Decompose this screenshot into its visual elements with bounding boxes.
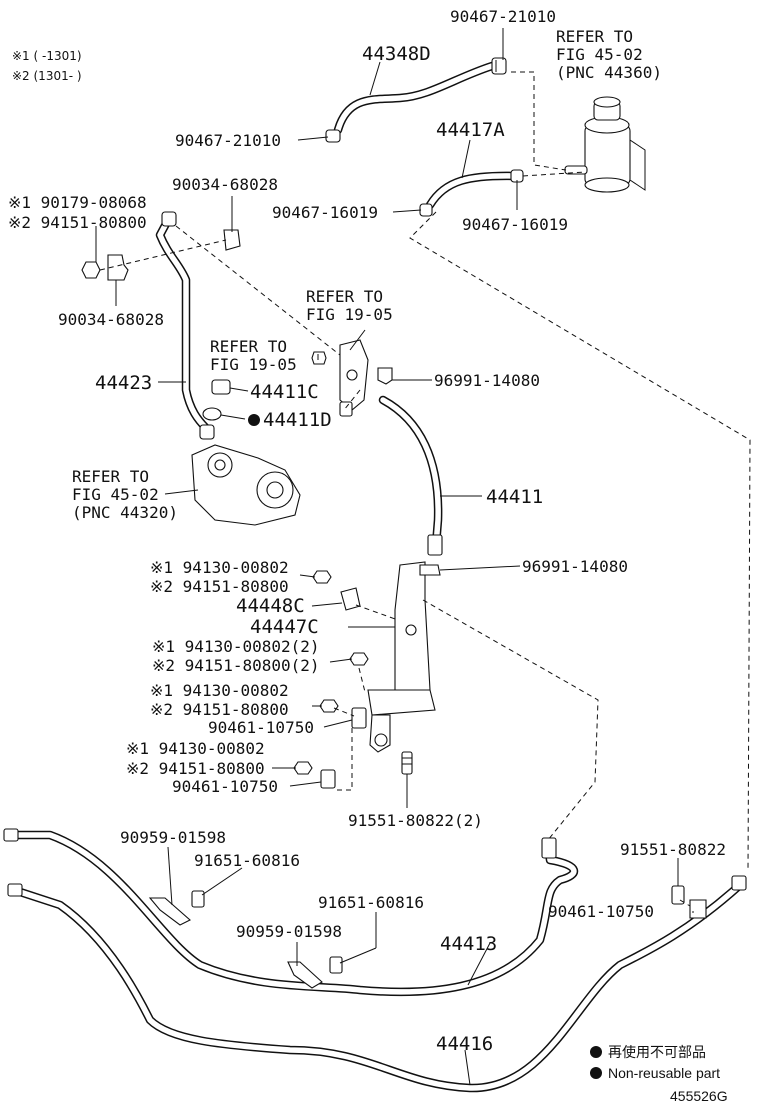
- label-refer-4502-top-3: (PNC 44360): [556, 63, 662, 82]
- label-90467-21010-top: 90467-21010: [450, 7, 556, 26]
- label-90959-01598-b: 90959-01598: [236, 922, 342, 941]
- label-44416: 44416: [436, 1033, 493, 1055]
- label-90467-21010-left: 90467-21010: [175, 131, 281, 150]
- hose-44411: [378, 395, 443, 556]
- dashed-reference-lines: [99, 71, 751, 907]
- label-refer-4502-pump-1: REFER TO: [72, 467, 149, 486]
- legend-text-jp: 再使用不可部品: [608, 1044, 706, 1060]
- label-44413: 44413: [440, 933, 497, 955]
- labels: 44348D 90467-21010 REFER TO FIG 45-02 (P…: [8, 7, 726, 1055]
- bolt-bracket-upper: [311, 351, 327, 365]
- tube-44423: [155, 211, 211, 433]
- label-refer-1905-left-2: FIG 19-05: [210, 355, 297, 374]
- label-refer-4502-pump-2: FIG 45-02: [72, 485, 159, 504]
- label-44417A: 44417A: [436, 119, 505, 141]
- bolt-91651-60816-a: [191, 890, 205, 908]
- label-44423: 44423: [95, 372, 152, 394]
- leader-lines: [95, 28, 694, 1086]
- nut-94130-00802-a: [312, 570, 332, 584]
- clamp-90959-01598-b: [287, 961, 323, 989]
- clamp-90034-68028-a: [223, 229, 241, 251]
- label-90461-10750-a: 90461-10750: [208, 718, 314, 737]
- label-94130-00802-c: ※1 94130-00802: [150, 681, 289, 700]
- note-1: ※1 ( -1301): [12, 49, 82, 63]
- reservoir-tank: [564, 96, 646, 193]
- clamp-90467-16019-a: [419, 203, 433, 217]
- label-90959-01598-a: 90959-01598: [120, 828, 226, 847]
- clamp-90467-21010-left: [325, 129, 341, 143]
- clamp-90034-68028-b: [107, 254, 129, 281]
- label-94151-80800-2: ※2 94151-80800(2): [152, 656, 320, 675]
- label-91651-60816-b: 91651-60816: [318, 893, 424, 912]
- clip-96991-14080-a: [377, 367, 393, 385]
- label-90034-68028-b: 90034-68028: [58, 310, 164, 329]
- legend: 再使用不可部品 Non-reusable part 455526G: [590, 1044, 728, 1104]
- clamp-90461-10750-b: [320, 769, 336, 789]
- legend-dot-en: [590, 1067, 602, 1079]
- label-94130-00802-2: ※1 94130-00802(2): [152, 637, 320, 656]
- clamp-90461-10750-c: [689, 899, 707, 919]
- label-91551-80822: 91551-80822: [620, 840, 726, 859]
- label-94151-80800-a: ※2 94151-80800: [8, 213, 147, 232]
- clamp-44448C: [340, 587, 361, 611]
- tube-44413: [3, 828, 578, 997]
- label-44348D: 44348D: [362, 43, 431, 65]
- nut-90179-08068: [81, 261, 101, 279]
- figure-id: 455526G: [670, 1088, 728, 1104]
- label-90179-08068: ※1 90179-08068: [8, 193, 147, 212]
- label-94130-00802-a: ※1 94130-00802: [150, 558, 289, 577]
- label-90461-10750-b: 90461-10750: [172, 777, 278, 796]
- bolt-bracket-lower: [339, 401, 353, 417]
- clamp-90461-10750-a: [351, 707, 367, 729]
- label-96991-14080-b: 96991-14080: [522, 557, 628, 576]
- clamp-90467-21010-top: [491, 57, 507, 75]
- label-90034-68028-a: 90034-68028: [172, 175, 278, 194]
- label-94151-80800-c: ※2 94151-80800: [150, 700, 289, 719]
- label-refer-4502-top-1: REFER TO: [556, 27, 633, 46]
- gasket-44411D: [202, 407, 222, 421]
- bracket-plate: [339, 339, 369, 411]
- bolt-91551-80822-2: [401, 751, 413, 775]
- label-44447C: 44447C: [250, 616, 319, 638]
- non-reusable-marker-44411D: [248, 414, 260, 426]
- clamp-90959-01598-a: [148, 897, 191, 926]
- legend-dot-jp: [590, 1046, 602, 1058]
- label-44448C: 44448C: [236, 595, 305, 617]
- label-44411: 44411: [486, 486, 543, 508]
- label-refer-4502-top-2: FIG 45-02: [556, 45, 643, 64]
- label-refer-1905-left-1: REFER TO: [210, 337, 287, 356]
- label-90461-10750-c: 90461-10750: [548, 902, 654, 921]
- union-bolt-44411C: [211, 379, 231, 395]
- label-94130-00802-d: ※1 94130-00802: [126, 739, 265, 758]
- label-91651-60816-a: 91651-60816: [194, 851, 300, 870]
- label-refer-1905-right-1: REFER TO: [306, 287, 383, 306]
- label-96991-14080-a: 96991-14080: [434, 371, 540, 390]
- label-94151-80800-b: ※2 94151-80800: [150, 577, 289, 596]
- nut-94130-00802-c: [319, 699, 339, 713]
- notes: ※1 ( -1301) ※2 (1301- ): [12, 49, 82, 83]
- clip-96991-14080-b: [419, 564, 441, 576]
- label-44411D: 44411D: [263, 409, 332, 431]
- power-steering-pump: [191, 424, 301, 526]
- label-refer-1905-right-2: FIG 19-05: [306, 305, 393, 324]
- label-refer-4502-pump-3: (PNC 44320): [72, 503, 178, 522]
- legend-text-en: Non-reusable part: [608, 1065, 720, 1081]
- bracket-44447C: [367, 561, 436, 753]
- label-90467-16019-b: 90467-16019: [462, 215, 568, 234]
- label-91551-80822-2: 91551-80822(2): [348, 811, 483, 830]
- label-44411C: 44411C: [250, 381, 319, 403]
- label-94151-80800-d: ※2 94151-80800: [126, 759, 265, 778]
- hose-44417A: [425, 171, 520, 210]
- nut-94130-00802-d: [293, 761, 313, 775]
- nut-94130-00802-2: [349, 652, 369, 666]
- label-90467-16019-a: 90467-16019: [272, 203, 378, 222]
- note-2: ※2 (1301- ): [12, 69, 82, 83]
- tube-44416: [7, 875, 747, 1093]
- hose-44348D: [333, 61, 497, 135]
- bolt-91651-60816-b: [329, 956, 343, 974]
